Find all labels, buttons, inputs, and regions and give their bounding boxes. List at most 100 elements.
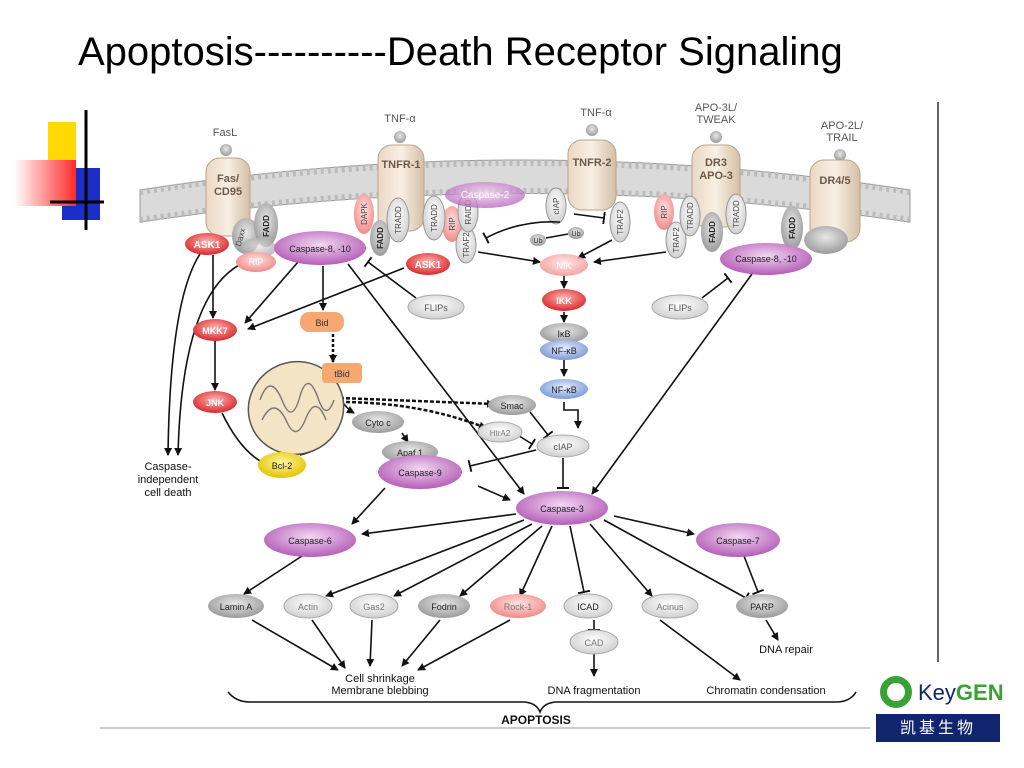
node-apaf1-label: Apaf 1 (397, 448, 423, 458)
node-smac-label: Smac (500, 401, 524, 411)
edge-casp3-icad (569, 525, 591, 595)
adaptor-blob-right (804, 226, 848, 254)
receptor-tnfr2-label: TNFR-2 (572, 157, 611, 169)
node-bcl2: Bcl-2 (258, 452, 306, 478)
receptor-dr3-label-2: APO-3 (699, 170, 733, 182)
edge-ask1-indep (164, 253, 201, 456)
edge-flipsr-casp8r (701, 272, 733, 299)
node-flips-right-label: FLIPs (668, 303, 692, 313)
node-flips-left: FLIPs (407, 294, 465, 320)
edge-rock1-shrink (417, 619, 511, 671)
node-lamin-a: Lamin A (208, 594, 264, 618)
edge-ciap-casp9 (467, 449, 537, 473)
node-caspase7: Caspase-7 (696, 523, 780, 557)
node-ask1-left-label: ASK1 (194, 240, 221, 251)
node-nfkb-1: NF-κB (540, 340, 588, 360)
ligand-tnf-a-1: TNF-α (384, 113, 416, 143)
node-ikk-label: IKK (556, 296, 572, 306)
keygen-chinese-name: 凯基生物 (876, 714, 1000, 742)
ligand-tnf-label-1: TNF-α (384, 113, 416, 125)
node-ciap-label: cIAP (553, 442, 572, 452)
receptor-fas-label-2: CD95 (214, 186, 242, 198)
label-dna-fragmentation: DNA fragmentation (548, 685, 641, 697)
edge-traf2b-inhib (573, 211, 606, 225)
adaptor-fadd-4: FADD (781, 206, 803, 250)
node-flips-right: FLIPs (651, 294, 709, 320)
label-apoptosis: APOPTOSIS (501, 713, 571, 727)
edge-lamin-shrink (251, 619, 339, 671)
node-lamin-a-label: Lamin A (220, 602, 253, 612)
edge-ask1mid-mkk7 (247, 267, 405, 331)
node-ask1-mid-label: ASK1 (415, 260, 442, 271)
adaptor-tradd-1-label: TRADD (394, 206, 403, 234)
node-icad-label: ICAD (577, 602, 599, 612)
node-caspase6-label: Caspase-6 (288, 536, 332, 546)
node-acinus: Acinus (641, 593, 699, 619)
node-cad-label: CAD (584, 638, 604, 648)
node-jnk: JNK (193, 391, 237, 413)
node-caspase810-right-label: Caspase-8, -10 (735, 254, 797, 264)
edge-cytoc-apaf1 (400, 432, 409, 443)
adaptor-fadd-2: FADD (370, 220, 390, 256)
node-caspase810-left-label: Caspase-8, -10 (289, 244, 351, 254)
node-bid-label: Bid (315, 318, 328, 328)
adaptor-tradd-4-label: TRADD (732, 200, 741, 228)
edge-casp3-acinus (589, 523, 653, 597)
adaptor-fadd-2-label: FADD (376, 227, 385, 249)
node-ciap: cIAP (536, 434, 590, 458)
node-nfkb-2: NF-κB (540, 379, 588, 399)
edge-flips-casp8 (363, 256, 417, 299)
node-gas2: Gas2 (349, 593, 399, 619)
edge-nfkb2-ciap (563, 402, 582, 429)
node-ask1-left: ASK1 (185, 233, 229, 255)
node-caspase3-label: Caspase-3 (540, 504, 584, 514)
adaptor-traf2-b-label: TRAF2 (616, 209, 625, 235)
label-caspase-indep-2: independent (138, 474, 199, 486)
adaptor-traf2-a-label: TRAF2 (462, 232, 471, 258)
adaptor-caspase2: Caspase-2 (445, 182, 525, 208)
adaptor-tradd-1: TRADD (386, 197, 410, 243)
adaptor-tradd-2-label: TRADD (430, 204, 439, 232)
ubiquitin-2: Ub (568, 227, 584, 239)
edge-casp3-gas2 (393, 523, 533, 597)
ligand-fasl-label: FasL (213, 127, 237, 139)
edge-traf2b-nik (577, 239, 613, 259)
node-ikk: IKK (542, 289, 586, 311)
ligand-apo2l-label-1: APO-2L/ (821, 120, 864, 132)
node-mkk7-label: MKK7 (202, 326, 228, 336)
node-caspase7-label: Caspase-7 (716, 536, 760, 546)
adaptor-traf2-c: TRAF2 (665, 221, 687, 259)
edge-casp6-lamin (243, 555, 303, 595)
node-rip-left: RIP (236, 252, 276, 272)
ligand-fasl: FasL (213, 127, 237, 156)
adaptor-rip-2-label: RIP (660, 205, 669, 218)
red-gradient-bar (14, 160, 76, 206)
node-smac: Smac (488, 395, 536, 415)
node-rock1-label: Rock-1 (504, 602, 533, 612)
node-cad: CAD (569, 629, 619, 655)
label-dna-repair: DNA repair (759, 644, 813, 656)
ligand-apo3l-label-1: APO-3L/ (695, 102, 738, 114)
node-cytoc: Cyto c (352, 411, 404, 433)
node-rock1: Rock-1 (490, 594, 546, 618)
adaptor-dapk: DAPK (354, 194, 374, 234)
edge-ciap-top-inhib (482, 221, 561, 244)
adaptor-traf2-a: TRAF2 (455, 226, 477, 264)
adaptor-rip-1: RIP (442, 206, 462, 242)
adaptor-fadd-4-label: FADD (788, 217, 797, 239)
node-htra2: HtrA2 (477, 421, 523, 443)
ligand-tnf-label-2: TNF-α (580, 107, 612, 119)
node-caspase810-right: Caspase-8, -10 (720, 243, 812, 275)
node-actin: Actin (283, 593, 333, 619)
node-parp: PARP (736, 594, 788, 618)
adaptor-raidd-label: RAIDD (464, 199, 473, 224)
logo-gen: GEN (955, 680, 1004, 705)
node-nik: NIK (540, 254, 588, 276)
edge-rip-indep (174, 261, 246, 456)
edge-traf2c-nik (593, 251, 667, 265)
receptor-dr3-label-1: DR3 (705, 157, 727, 169)
node-gas2-label: Gas2 (363, 602, 385, 612)
receptor-tnfr1-label: TNFR-1 (381, 159, 420, 171)
keygen-badge-icon (880, 676, 912, 708)
